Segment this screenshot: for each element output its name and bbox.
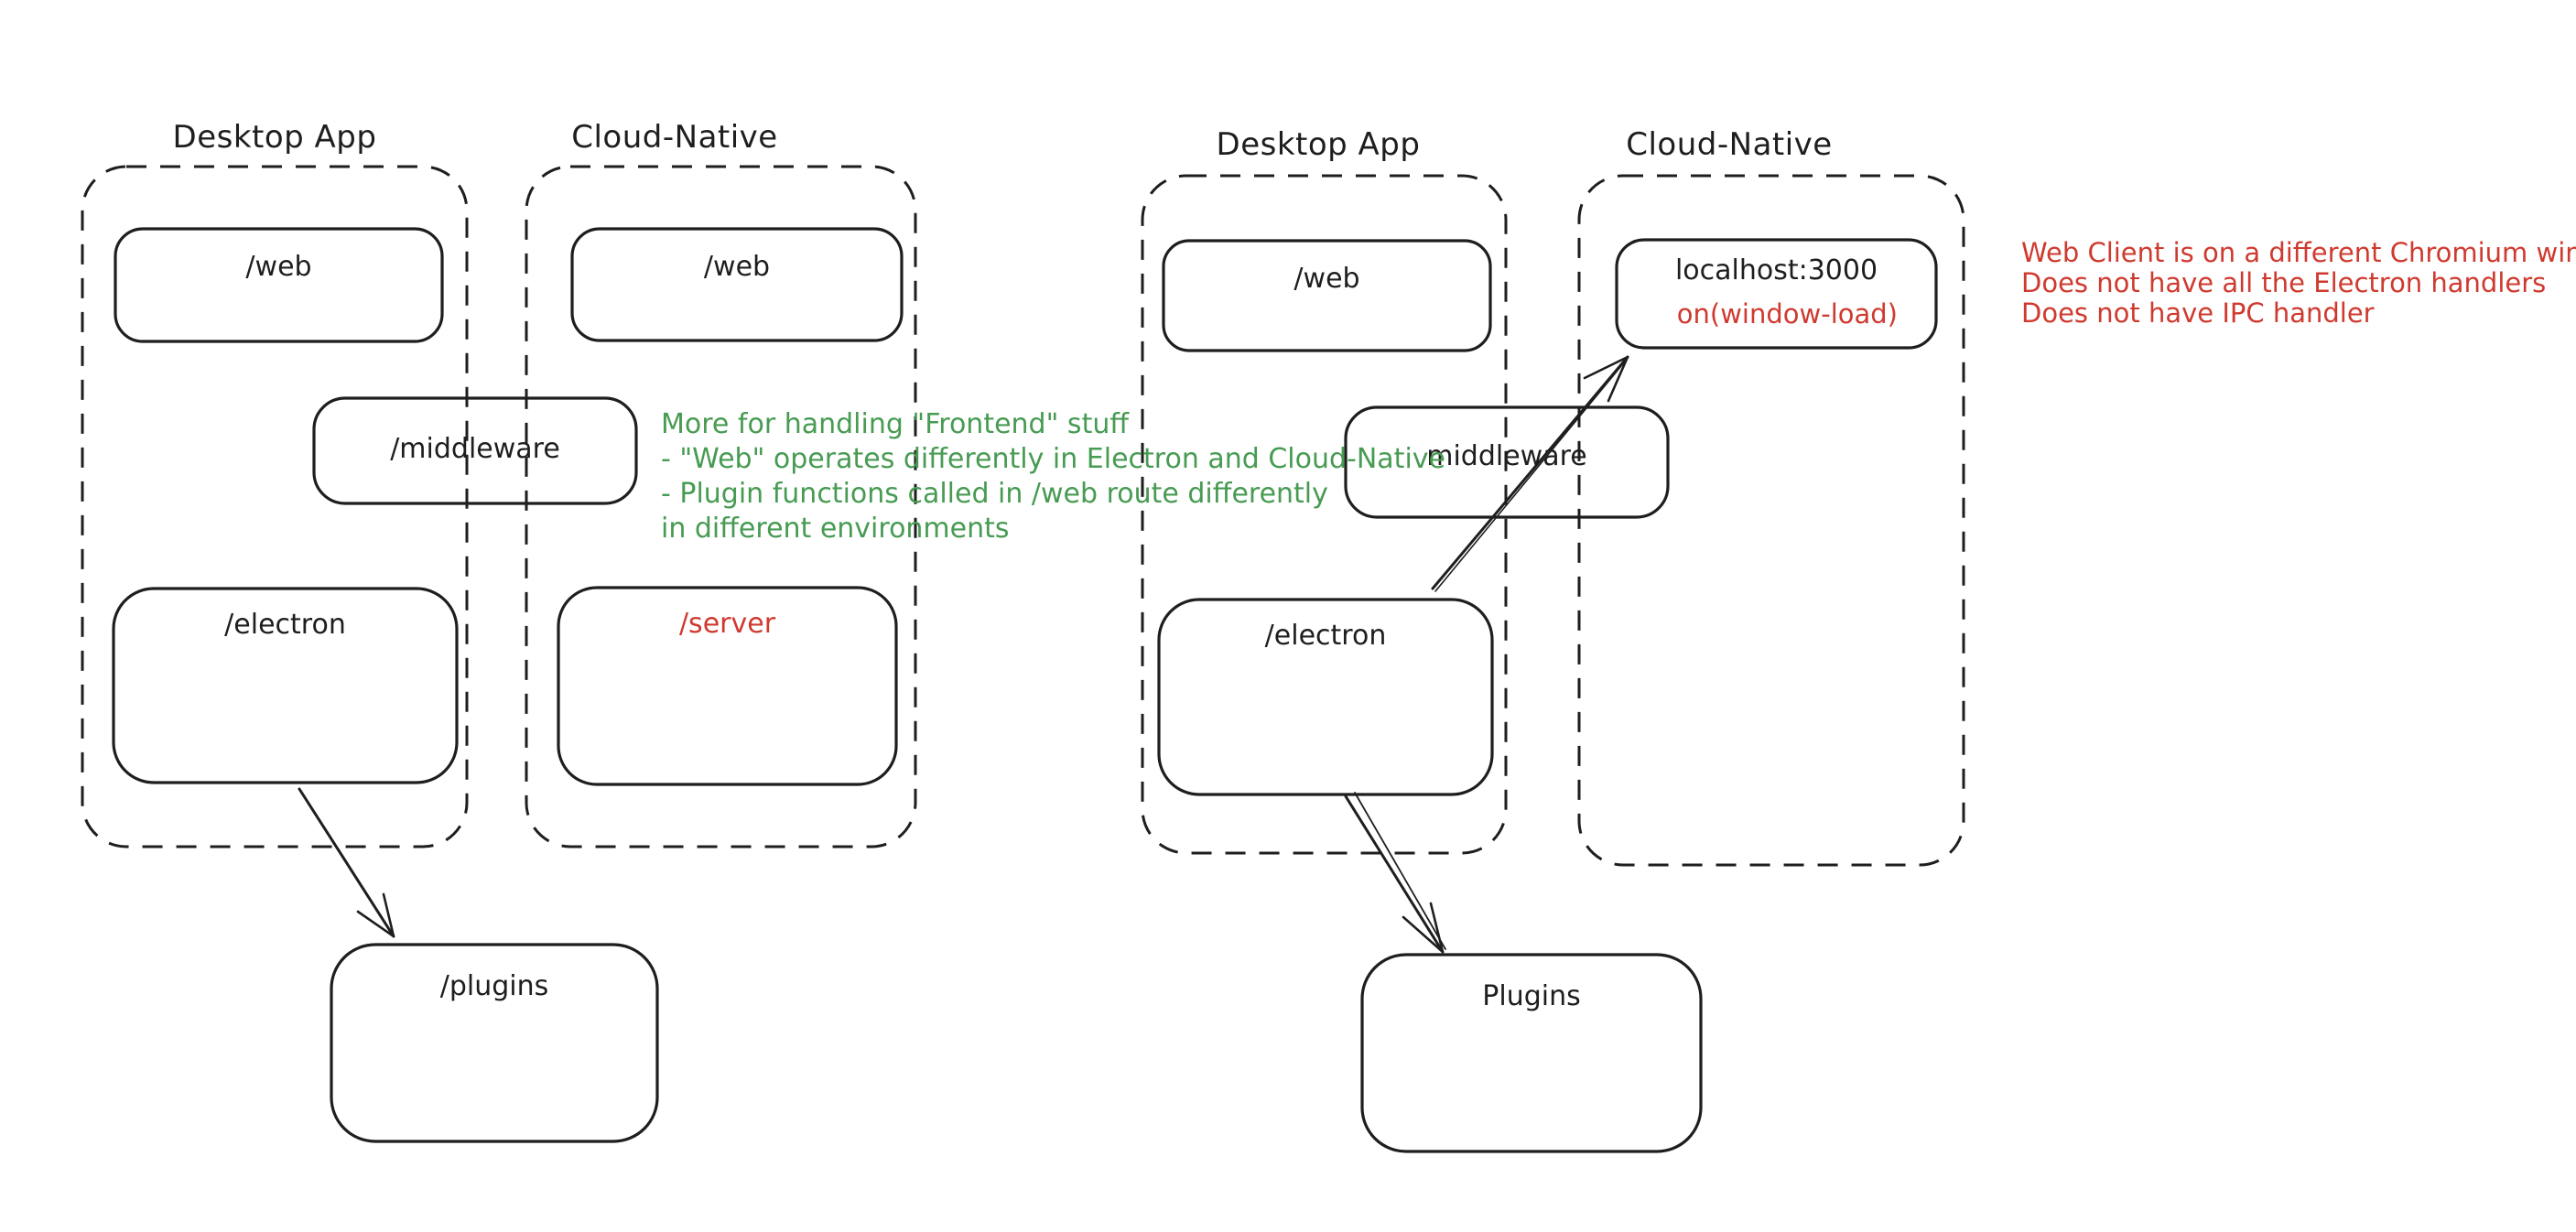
left-web-box (114, 227, 444, 343)
left-desktop-app-title: Desktop App (172, 119, 377, 156)
right-cloud-native-title: Cloud-Native (1626, 126, 1833, 163)
left-server-box (557, 586, 898, 786)
left-desktop-app-container (81, 165, 469, 848)
left-middleware-box (312, 396, 638, 505)
left-plugins-box (330, 943, 659, 1143)
arrow-electron-to-plugins-right (1344, 792, 1446, 954)
left-cloud-web-box (570, 227, 904, 342)
left-electron-box (112, 587, 459, 784)
arrow-electron-to-localhost (1431, 355, 1629, 592)
arrow-electron-to-plugins-left (298, 787, 395, 938)
right-localhost-box (1615, 238, 1938, 350)
left-cloud-native-title: Cloud-Native (571, 119, 778, 156)
right-desktop-app-container (1141, 174, 1508, 855)
right-web-box (1162, 239, 1492, 352)
right-desktop-app-title: Desktop App (1216, 126, 1421, 163)
left-cloud-native-container (525, 165, 917, 848)
right-electron-box (1157, 598, 1494, 796)
right-cloud-native-container (1577, 174, 1965, 867)
right-plugins-box (1360, 953, 1703, 1153)
right-middleware-box (1344, 405, 1670, 519)
